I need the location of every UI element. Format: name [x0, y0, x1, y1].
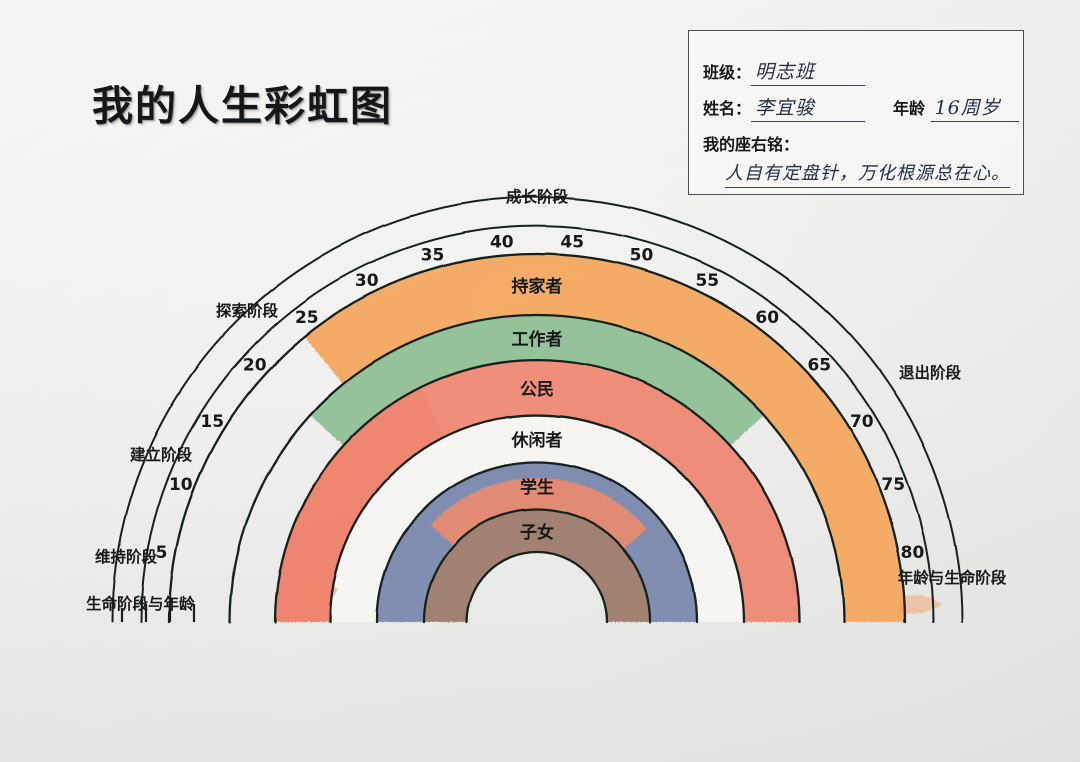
life-stage-label-0: 成长阶段: [506, 187, 569, 206]
ring-outline-3: [228, 313, 846, 624]
student-band-blue-overlay: [383, 461, 691, 584]
age-value: 16周岁: [930, 93, 1019, 122]
age-tick-label: 45: [560, 233, 584, 253]
student-info-box: 班级：明志班 姓名：李宜骏 年龄 16周岁 我的座右铭： 人自有定盘针，万化根源…: [688, 30, 1024, 195]
motto-value: 人自有定盘针，万化根源总在心。: [725, 159, 1010, 188]
ring-outline-1: [140, 225, 934, 623]
rainbow-band-1: [310, 314, 764, 446]
rainbow-band-5: [424, 509, 650, 622]
citizen-band-shade: [275, 387, 445, 622]
axis-caption-right: 年龄与生命阶段: [898, 568, 1007, 587]
ring-outline-7: [422, 507, 652, 624]
name-value: 李宜骏: [751, 93, 866, 122]
age-row: 年龄 16周岁: [893, 93, 1019, 122]
class-label: 班级：: [703, 63, 752, 82]
rainbow-band-3: [330, 415, 744, 622]
life-stage-label-1: 探索阶段: [216, 301, 279, 320]
ring-label-5: 子女: [520, 522, 554, 543]
age-tick-label: 20: [243, 356, 267, 376]
ring-label-1: 工作者: [512, 329, 563, 350]
age-tick-label: 35: [421, 246, 445, 266]
age-tick-label: 70: [850, 412, 874, 432]
class-value: 明志班: [751, 57, 866, 86]
class-row: 班级：明志班: [703, 57, 866, 86]
age-tick-label: 80: [901, 543, 925, 563]
axis-caption-left: 生命阶段与年龄: [86, 594, 195, 613]
age-tick-label: 60: [755, 308, 779, 328]
age-label: 年龄: [893, 99, 926, 118]
ring-outline-6: [375, 460, 699, 624]
age-tick-label: 10: [169, 475, 193, 495]
ring-label-0: 持家者: [512, 276, 563, 297]
ring-outline-4: [273, 358, 801, 624]
ring-label-4: 学生: [520, 477, 554, 498]
page-title: 我的人生彩虹图: [92, 82, 393, 130]
name-row: 姓名：李宜骏: [703, 93, 866, 122]
ring-outline-8: [465, 550, 609, 624]
ring-label-3: 休闲者: [511, 430, 563, 451]
age-tick-label: 65: [807, 356, 831, 376]
age-tick-label: 55: [695, 271, 719, 291]
age-tick-label: 75: [881, 475, 905, 495]
name-label: 姓名：: [703, 99, 752, 118]
life-stage-label-4: 退出阶段: [899, 363, 962, 382]
ring-outline-5: [328, 413, 746, 624]
student-band-salmon-overlay: [430, 478, 647, 550]
age-tick-label: 30: [355, 271, 379, 291]
age-tick-label: 50: [630, 246, 654, 266]
age-tick-label: 25: [295, 308, 319, 328]
crayon-smudge: [300, 583, 338, 608]
motto-label: 我的座右铭：: [703, 135, 800, 154]
life-stage-label-3: 维持阶段: [95, 547, 158, 566]
ring-label-2: 公民: [520, 380, 554, 400]
ring-outline-2: [167, 252, 907, 624]
ring-outline-0: [111, 196, 963, 623]
rainbow-band-0: [304, 253, 906, 623]
age-tick-label: 15: [200, 412, 224, 432]
crayon-smudge-right: [898, 595, 942, 614]
age-tick-label: 40: [490, 233, 514, 253]
life-stage-label-2: 建立阶段: [130, 445, 193, 464]
age-tick-label: 5: [156, 543, 168, 563]
